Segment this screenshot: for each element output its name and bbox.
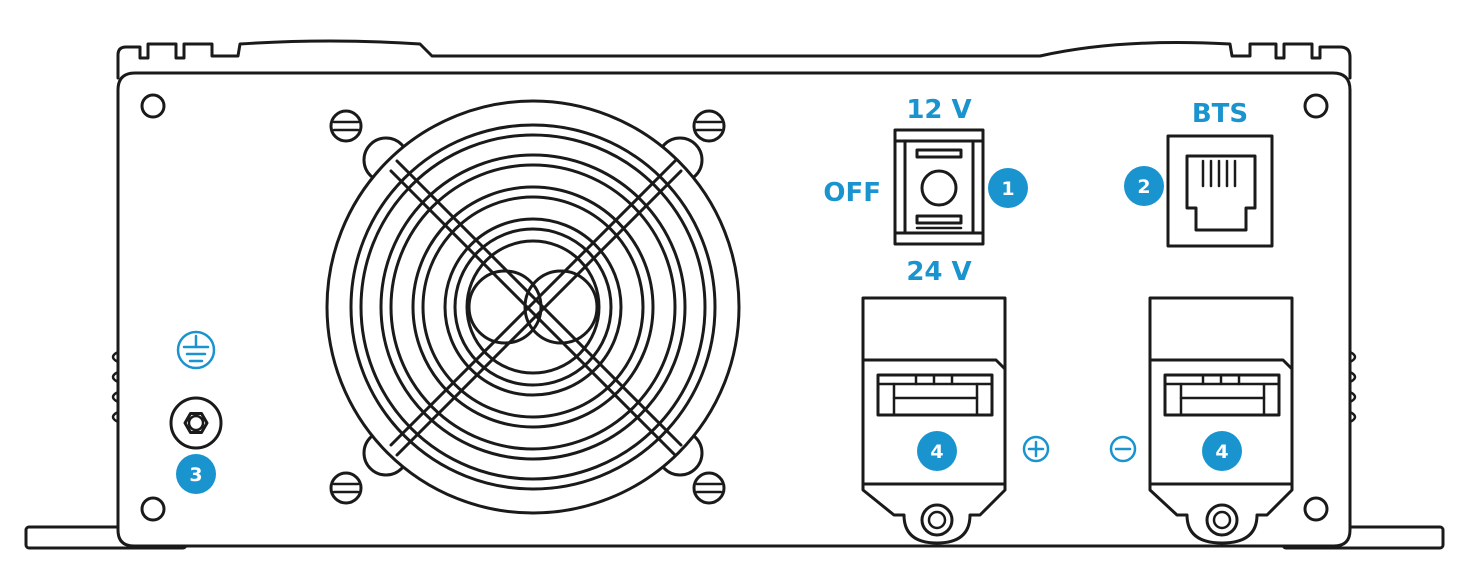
positive-battery-terminal[interactable]	[861, 296, 1007, 545]
negative-battery-terminal[interactable]	[1148, 296, 1294, 545]
fan-guard-ring	[389, 163, 677, 451]
fan-guard-ring	[359, 133, 707, 481]
fan-hub-ring	[465, 239, 601, 375]
badge-3: 3	[176, 454, 216, 494]
ground-terminal-nut	[183, 412, 209, 434]
fan-outer-ring	[325, 99, 741, 515]
ground-symbol-icon	[176, 330, 216, 370]
plus-circle-icon	[1022, 435, 1050, 463]
fan-guard-ring	[453, 227, 613, 387]
terminal-bolt-inner	[1212, 510, 1232, 530]
terminal-cover-frame	[861, 358, 1007, 486]
badge-4-negative: 4	[1202, 431, 1242, 471]
corner-screw-bottom-right	[1303, 496, 1329, 522]
terminal-bolt-inner	[927, 510, 947, 530]
ground-terminal-outer	[169, 396, 223, 450]
side-grips	[111, 350, 1357, 424]
badge-number: 4	[1215, 441, 1228, 463]
switch-knob[interactable]	[920, 169, 958, 207]
badge-1: 1	[988, 168, 1028, 208]
badge-2: 2	[1124, 166, 1164, 206]
badge-number: 3	[189, 464, 202, 486]
badge-4-positive: 4	[917, 431, 957, 471]
badge-number: 2	[1137, 176, 1150, 198]
voltage-selector-switch[interactable]	[893, 128, 985, 246]
badge-circle	[176, 454, 216, 494]
badge-circle	[988, 168, 1028, 208]
fan-screw-bottom-right	[692, 471, 726, 505]
switch-off-label: OFF	[823, 178, 881, 208]
bts-port[interactable]	[1166, 134, 1274, 248]
minus-circle-icon	[1109, 435, 1137, 463]
fan-guard-ring	[421, 195, 645, 419]
fan-screw-top-right	[692, 109, 726, 143]
switch-slot-bottom	[915, 214, 963, 225]
rj-jack-outline	[1185, 154, 1257, 232]
corner-screws	[140, 93, 1329, 522]
fan-guard-ring	[443, 217, 623, 397]
cooling-fan	[325, 99, 741, 515]
switch-12v-label: 12 V	[906, 95, 971, 125]
housing-top-fins	[116, 39, 1352, 80]
badge-circle	[1202, 431, 1242, 471]
fan-screw-top-left	[329, 109, 363, 143]
corner-screw-top-left	[140, 93, 166, 119]
terminal-cover-frame	[1148, 358, 1294, 486]
badge-number: 4	[930, 441, 943, 463]
fan-guard-spokes	[389, 159, 683, 457]
fan-screw-bottom-left	[329, 471, 363, 505]
fan-guard-ring	[349, 123, 717, 491]
badge-circle	[917, 431, 957, 471]
switch-24v-label: 24 V	[906, 257, 971, 287]
rj-jack-contacts	[1201, 159, 1237, 188]
badge-circle	[1124, 166, 1164, 206]
bts-port-label: BTS	[1192, 99, 1248, 129]
ground-terminal[interactable]	[169, 396, 223, 450]
terminal-bolt-outer	[1205, 503, 1239, 537]
corner-screw-top-right	[1303, 93, 1329, 119]
fan-guard-ring	[411, 185, 655, 429]
corner-screw-bottom-left	[140, 496, 166, 522]
ground-terminal-bolt	[187, 414, 205, 432]
terminal-bolt-outer	[920, 503, 954, 537]
badge-number: 1	[1001, 178, 1014, 200]
switch-slot-top	[915, 148, 963, 159]
fan-guard-ring	[379, 153, 687, 461]
